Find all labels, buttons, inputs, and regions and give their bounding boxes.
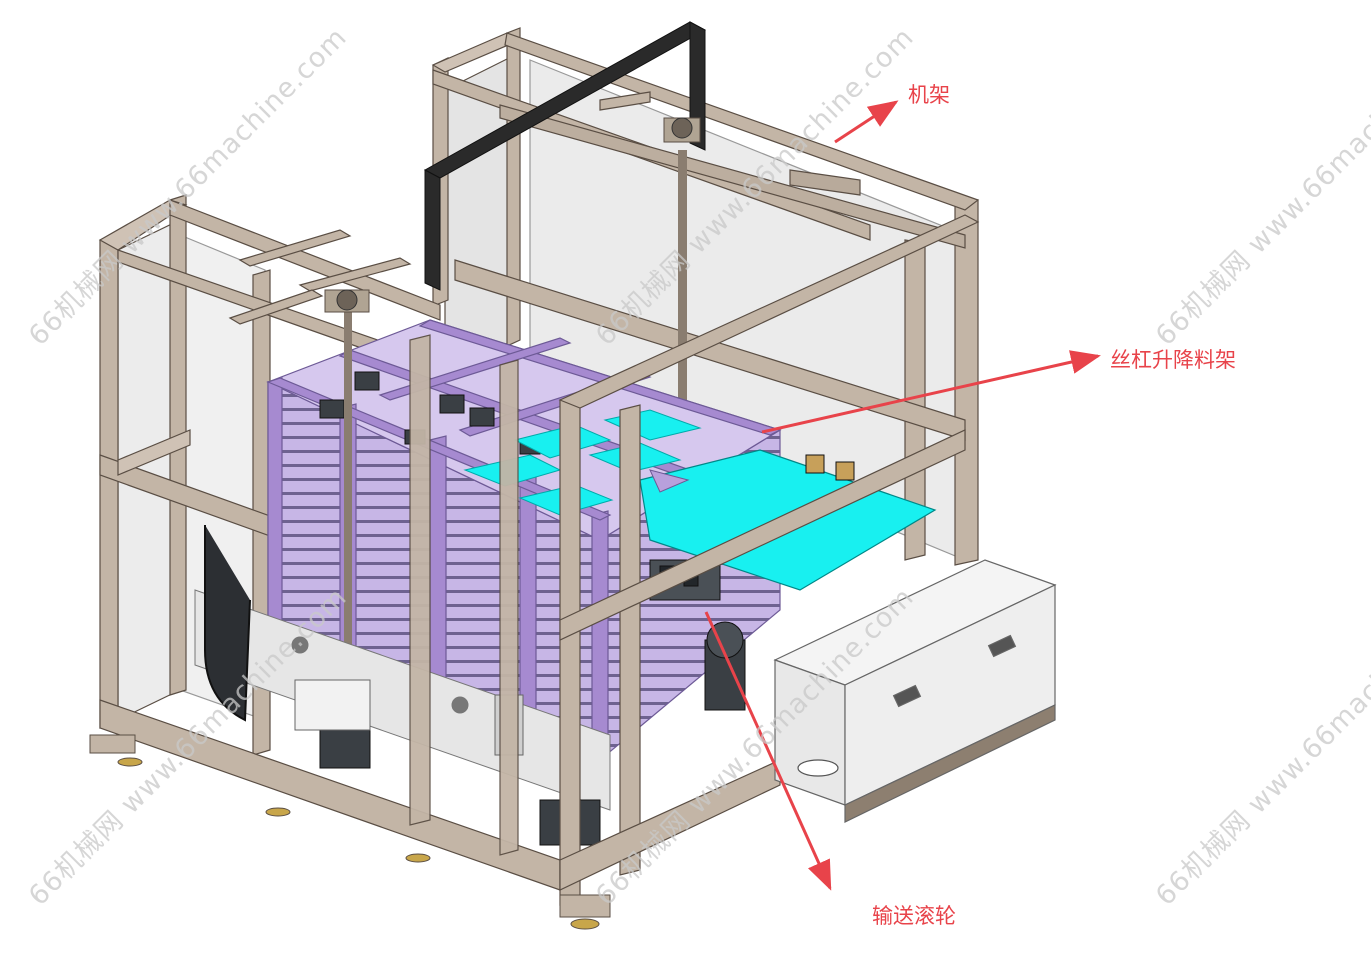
label-lift-rack: 丝杠升降料架 — [1110, 348, 1236, 372]
arrow-conveyor-rollers — [704, 611, 832, 891]
back-lead-screw — [663, 117, 701, 450]
back-frame — [431, 27, 980, 566]
drag-chain — [204, 525, 251, 722]
top-gantry — [423, 21, 707, 291]
callout-arrows — [704, 100, 1101, 891]
electrical-cabinet — [773, 559, 1057, 823]
front-frame — [409, 214, 980, 906]
label-conveyor-rollers: 输送滚轮 — [872, 904, 956, 928]
leveling-feet — [89, 734, 611, 930]
arrow-lift-rack — [761, 350, 1101, 434]
arrow-frame — [834, 100, 899, 144]
label-frame: 机架 — [908, 83, 950, 107]
